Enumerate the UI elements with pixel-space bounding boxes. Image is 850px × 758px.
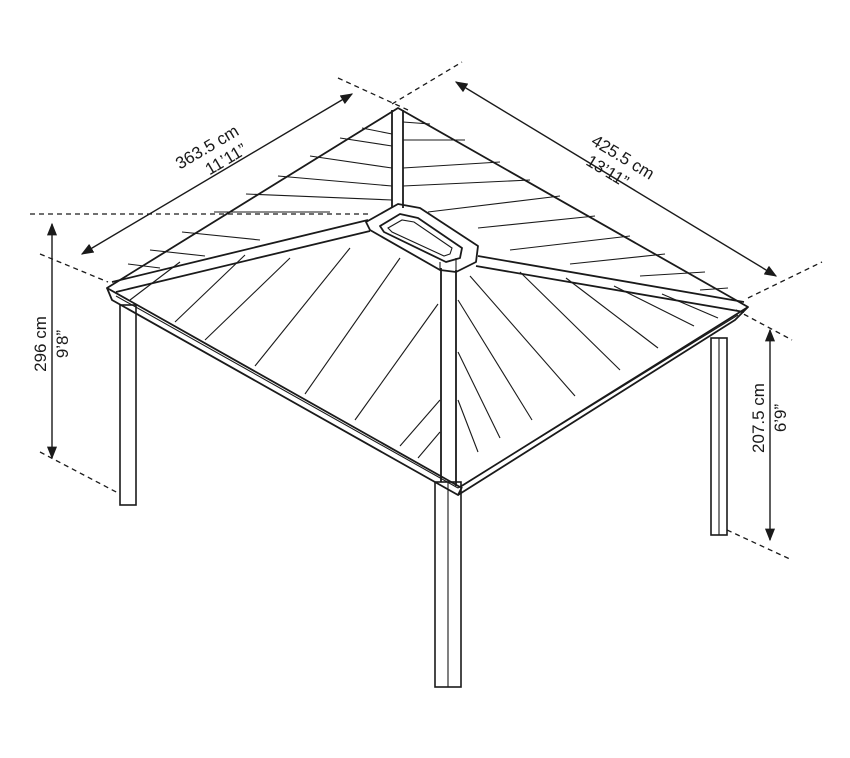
- post-front: [434, 481, 462, 688]
- eave-height-metric-label: 207.5 cm: [749, 383, 768, 453]
- roof-vent-cap: [365, 203, 479, 273]
- total-height-imperial-label: 9’8”: [53, 329, 72, 358]
- roof-panels-front-right: [457, 271, 719, 453]
- dimension-arrows: [46, 81, 778, 542]
- post-back-left: [119, 304, 137, 506]
- total-height-metric-label: 296 cm: [31, 316, 50, 372]
- eave-height-imperial-label: 6’9”: [771, 403, 790, 432]
- roof-panels-back-right: [402, 121, 729, 291]
- roof-panels-front-left: [129, 247, 441, 459]
- post-back-right: [710, 337, 728, 536]
